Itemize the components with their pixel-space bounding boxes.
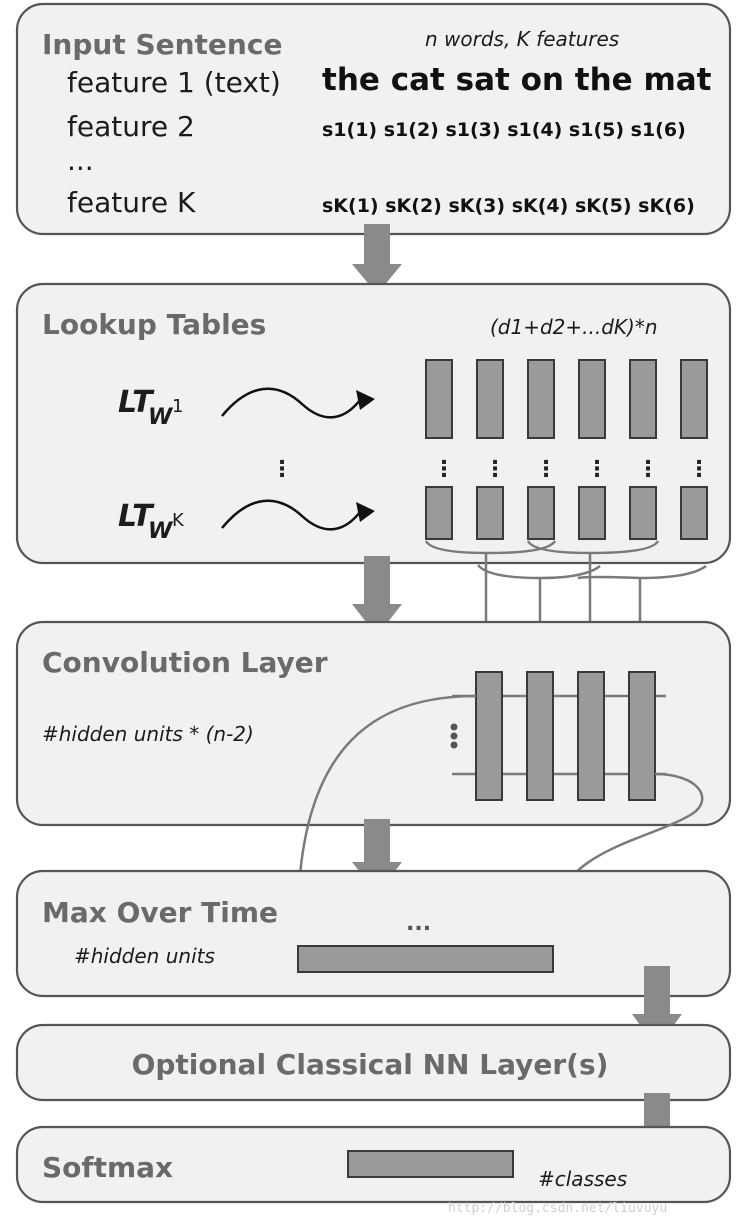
svg-text:K: K [172,510,185,531]
softmax-title: Softmax [42,1151,173,1184]
flow-arrow-input-to-lookup [352,224,402,294]
lt1-label: LT W 1 [118,385,183,430]
softmax-vector [347,1150,514,1178]
svg-text:W: W [148,405,174,430]
svg-text:⋮: ⋮ [586,457,608,482]
lookup-vdots-left: ⋮ [271,457,293,482]
svg-text:⋮: ⋮ [688,457,710,482]
max-over-time-dots: ... [406,911,431,936]
conv-cell [628,671,656,801]
input-sentence-panel: Input Sentence n words, K features featu… [15,2,732,236]
featureK-label: feature K [67,186,196,219]
lookup-dims-note: (d1+d2+...dK)*n [490,315,658,339]
lookup-cell [578,486,606,540]
conv-cell [475,671,503,801]
lookup-cell [476,486,504,540]
softmax-note: #classes [538,1167,627,1191]
ltK-label: LT W K [118,499,185,544]
softmax-panel: Softmax #classes [15,1125,732,1204]
ltK-squiggle-arrow [221,499,375,531]
lookup-cell [425,486,453,540]
conv-vdots [450,723,458,749]
input-sentence-title: Input Sentence [42,28,282,61]
convolution-note: #hidden units * (n-2) [42,722,254,746]
svg-text:⋮: ⋮ [433,457,455,482]
lookup-cell [527,359,555,439]
conv-cell [526,671,554,801]
lookup-cell [425,359,453,439]
svg-text:LT: LT [118,385,155,420]
input-sentence-text: the cat sat on the mat [322,62,712,98]
watermark-text: http://blog.csdn.net/liuvuyu [448,1201,667,1216]
svg-text:LT: LT [118,499,155,534]
svg-text:⋮: ⋮ [484,457,506,482]
max-over-time-title: Max Over Time [42,896,278,929]
lookup-cells-featureK [425,486,708,540]
lookup-cell [476,359,504,439]
feature2-label: feature 2 [67,110,195,143]
svg-text:⋮: ⋮ [637,457,659,482]
feature1-label: feature 1 (text) [67,66,281,99]
lookup-cell [527,486,555,540]
conv-cells [475,671,656,801]
lookup-cells-feature1 [425,359,708,439]
featureK-sequence: sK(1) sK(2) sK(3) sK(4) sK(5) sK(6) [322,195,695,217]
lookup-tables-title: Lookup Tables [42,308,266,341]
conv-cell [577,671,605,801]
lookup-cell [629,486,657,540]
lookup-cell [629,359,657,439]
svg-text:⋮: ⋮ [535,457,557,482]
svg-text:1: 1 [172,396,183,417]
lookup-cells-vdots: ⋮ ⋮ ⋮ ⋮ ⋮ ⋮ [433,457,710,482]
lookup-cell [578,359,606,439]
convolution-title: Convolution Layer [42,646,328,679]
features-ellipsis: ... [67,144,94,177]
classical-nn-title: Optional Classical NN Layer(s) [132,1048,609,1081]
input-note: n words, K features [425,27,619,51]
max-over-time-note: #hidden units [74,944,215,968]
max-over-time-panel: Max Over Time #hidden units ... [15,869,732,998]
lookup-tables-panel: Lookup Tables (d1+d2+...dK)*n LT W 1 LT … [15,282,732,565]
classical-nn-panel: Optional Classical NN Layer(s) [15,1023,732,1102]
svg-text:W: W [148,519,174,544]
feature2-sequence: s1(1) s1(2) s1(3) s1(4) s1(5) s1(6) [322,119,686,141]
flow-arrow-lookup-to-conv [352,556,402,636]
lookup-cell [680,486,708,540]
lt1-squiggle-arrow [221,387,375,419]
lookup-cell [680,359,708,439]
max-over-time-vector [297,945,554,973]
